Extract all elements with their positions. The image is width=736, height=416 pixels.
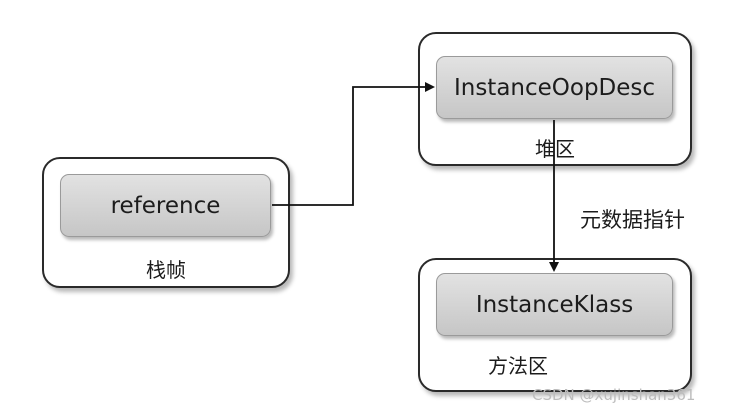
reference-node: reference <box>60 174 271 237</box>
instance-oop-desc-node: InstanceOopDesc <box>436 56 673 119</box>
csdn-watermark: CSDN @xujinshan361 <box>532 386 696 404</box>
stack-frame-label: 栈帧 <box>146 258 186 282</box>
heap-label: 堆区 <box>535 137 575 161</box>
method-area-label: 方法区 <box>488 354 548 378</box>
instance-klass-node: InstanceKlass <box>436 273 673 336</box>
metadata-pointer-label: 元数据指针 <box>580 208 685 232</box>
reference-to-oop-arrow <box>272 82 435 206</box>
